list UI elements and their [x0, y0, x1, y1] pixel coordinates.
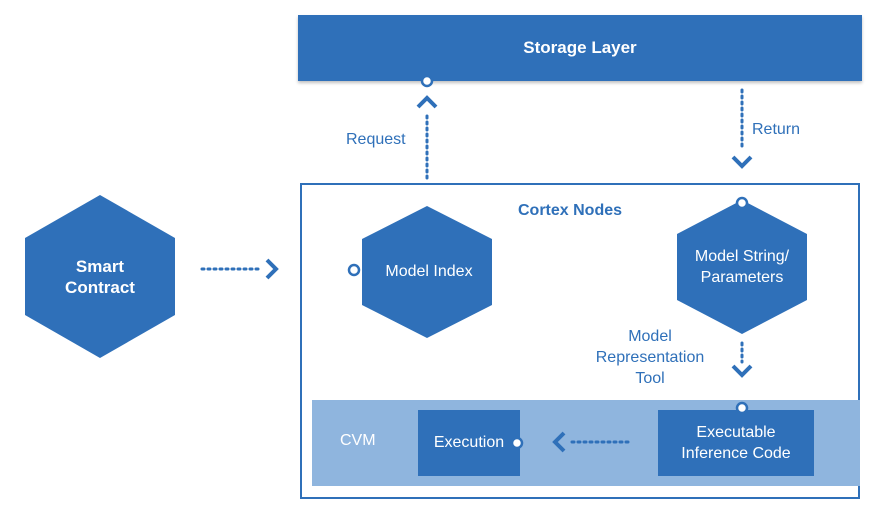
- storage-layer-label: Storage Layer: [523, 38, 637, 57]
- mrt-line3: Tool: [635, 370, 665, 387]
- request-arrowhead: [416, 95, 438, 109]
- executable-inference-code-box: Executable Inference Code: [658, 410, 814, 476]
- execution-label: Execution: [433, 434, 505, 451]
- cvm-label: CVM: [340, 432, 376, 449]
- smart-contract-line1: Smart: [75, 256, 125, 276]
- model-string-line2: Parameters: [700, 269, 784, 286]
- model-index-hexagon: [362, 206, 492, 338]
- execution-arrowhead: [552, 431, 566, 453]
- mrt-line2: Representation: [595, 349, 705, 366]
- model-string-hexagon: [677, 200, 807, 334]
- model-index-port: [347, 263, 361, 277]
- representation-arrowhead: [731, 364, 753, 378]
- smart-contract-arrowhead: [265, 258, 279, 280]
- model-index-text: Model Index: [385, 263, 473, 280]
- mrt-line1: Model: [628, 328, 672, 345]
- executable-inference-code-line1: Executable: [696, 424, 776, 441]
- storage-layer: Storage Layer: [298, 15, 862, 81]
- cortex-nodes-title: Cortex Nodes: [517, 202, 623, 219]
- smart-contract-line2: Contract: [65, 277, 135, 297]
- execution-box: Execution: [418, 410, 520, 476]
- model-index-label: Model Index: [362, 239, 492, 305]
- model-string-label: Model String/ Parameters: [677, 234, 807, 300]
- executable-inference-code-line2: Inference Code: [681, 445, 791, 462]
- request-port: [420, 74, 434, 88]
- model-string-port: [735, 196, 749, 210]
- model-representation-tool-label: Model Representation Tool: [570, 326, 730, 389]
- request-label: Request: [346, 131, 406, 148]
- smart-contract-hexagon: [25, 195, 175, 358]
- return-label: Return: [752, 121, 801, 138]
- model-string-line1: Model String/: [694, 248, 790, 265]
- executable-code-port: [735, 401, 749, 415]
- return-arrowhead: [731, 155, 753, 169]
- execution-port: [510, 436, 524, 450]
- smart-contract-label: Smart Contract: [25, 238, 175, 315]
